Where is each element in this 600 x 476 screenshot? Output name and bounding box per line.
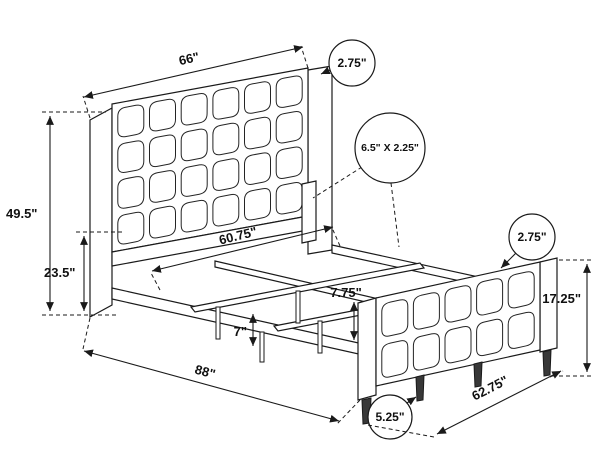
leader-headboard-post [320,66,331,75]
dimension-annotations: 66" 2.75" 6.5" X 2.25" 49.5" 23.5" 60.75… [6,39,591,440]
dim-overall-length: 88" [193,362,217,382]
dim-footboard-post-depth: 2.75" [517,230,546,244]
tuft-cell [212,158,240,191]
footboard-near-wing [357,297,377,401]
tuft-cell [275,146,303,180]
tuft-cell [275,75,303,108]
tuft-cell [149,170,176,203]
dim-line-headboard-width [83,45,304,99]
dim-leg-height: 5.25" [375,410,404,424]
tuft-cell [117,104,145,138]
tuft-cell [476,318,504,357]
tuft-cell [149,98,176,132]
tuft-cell [117,176,145,209]
tuft-cell [244,116,271,150]
tuft-cell [507,271,535,309]
dim-underbed-clearance: 7.75" [330,285,361,300]
ext-line [82,95,91,119]
headboard-left-wing [89,106,113,319]
cross-slat-1 [189,262,426,313]
ext-line [332,229,341,247]
tuft-cell [149,134,176,168]
ext-line [336,399,361,425]
footboard [357,257,558,425]
callout-headboard-post [328,39,376,87]
callout-rail-size [354,112,426,184]
center-leg-2 [259,331,265,363]
center-leg-4 [317,320,323,354]
callout-leg-height [367,394,413,440]
tuft-cell [212,193,240,227]
tuft-cell [275,110,303,144]
tuft-cell [244,152,271,185]
leader-rail-size-2 [390,182,400,248]
tuft-cell [476,278,504,316]
tuft-cell [244,81,271,114]
tuft-cell [180,92,208,126]
leader-footboard-post [500,252,517,269]
tuft-cell [180,128,208,162]
tuft-cell [275,181,303,215]
tuft-cell [412,333,440,371]
tuft-cell [180,199,208,233]
callout-footboard-post [508,213,556,261]
leader-rail-size-1 [312,166,363,199]
dim-headboard-width: 66" [177,49,200,68]
ext-line [82,317,91,350]
footboard-leg-4 [542,349,552,377]
dim-footboard-height: 17.25" [542,291,581,306]
dim-line-footboard-width [436,370,562,435]
tuft-cell [381,299,409,337]
dim-line-slat-length [151,225,334,273]
tuft-cell [212,122,240,156]
dim-rail-top-height: 23.5" [44,265,75,280]
center-leg-3 [295,290,301,324]
ext-line [150,272,161,291]
tuft-cell [180,164,208,197]
dim-headboard-post-depth: 2.75" [337,56,366,70]
tuft-cell [212,87,240,120]
dim-side-rail-size: 6.5" X 2.25" [361,142,419,154]
dim-rail-face-height: 7" [234,324,247,339]
leader-leg-height [406,396,417,406]
tuft-cell [444,285,472,323]
ext-line [300,45,309,69]
tuft-cell [117,140,145,174]
footboard-tuft-grid [381,271,535,378]
headboard-tuft-grid [117,75,303,245]
tuft-cell [507,311,535,349]
tuft-cell [412,292,440,330]
tuft-cell [244,187,271,221]
footboard-leg-2 [415,374,425,402]
dim-headboard-height: 49.5" [6,206,37,221]
tuft-cell [117,211,145,245]
tuft-cell [149,205,176,239]
tuft-cell [381,340,409,378]
dim-line-overall-length [83,349,340,423]
center-leg-1 [215,306,221,340]
tuft-cell [444,326,472,364]
